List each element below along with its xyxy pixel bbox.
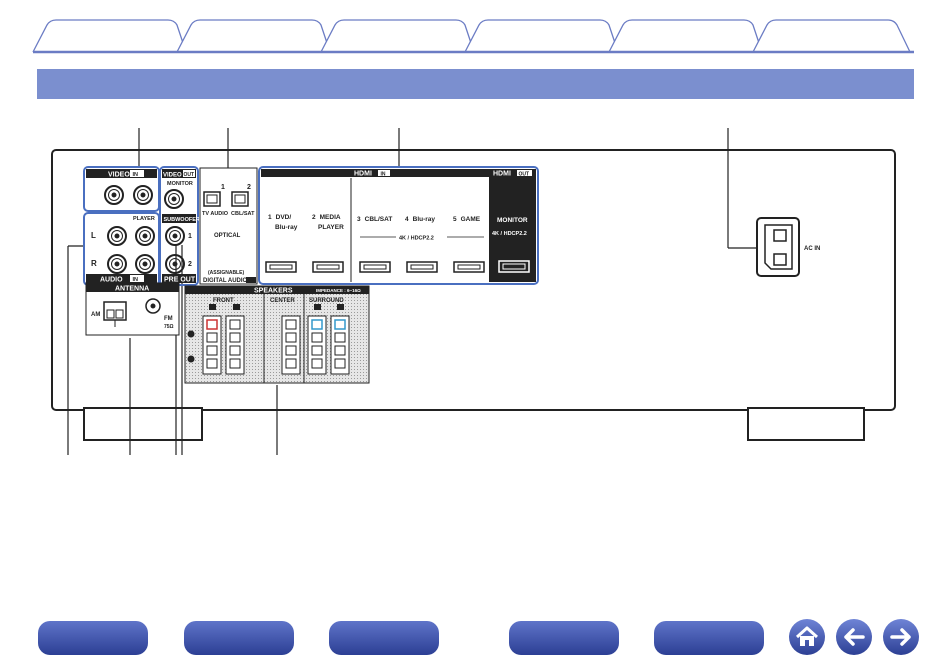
video-in-jacks[interactable] (104, 185, 153, 205)
video-monitor-label: MONITOR (167, 181, 193, 187)
hdmi-monitor-label: MONITOR (497, 217, 528, 224)
hdmi-2-label-2: PLAYER (318, 224, 344, 231)
hdmi-out-label: HDMI (493, 171, 511, 178)
front-label: FRONT (213, 298, 234, 304)
tab-6[interactable] (752, 19, 911, 53)
foot-right (747, 407, 865, 441)
tab-2[interactable] (176, 19, 331, 53)
audio-right-mark: R (91, 259, 97, 268)
pre-out-label: PRE OUT (164, 277, 196, 284)
optical-box (199, 167, 258, 285)
nav-button-5[interactable] (654, 621, 764, 655)
pre-out-1-label: 1 (188, 233, 192, 240)
section-title-bar (37, 69, 914, 99)
player-label: PLAYER (133, 216, 155, 222)
fm-label: FM (164, 316, 173, 322)
arrow-right-icon (890, 628, 911, 646)
video-in-badge: IN (133, 172, 139, 178)
home-button[interactable] (789, 619, 825, 655)
audio-in-jacks[interactable] (107, 226, 155, 274)
tv-audio-label: TV AUDIO (202, 211, 229, 217)
back-button[interactable] (836, 619, 872, 655)
antenna-label: ANTENNA (115, 286, 149, 293)
optical-num-1: 1 (221, 184, 225, 191)
pre-out-2-label: 2 (188, 261, 192, 268)
hdmi-4-label: Blu-ray (413, 216, 436, 223)
hdmi-4-num: 4 (405, 216, 409, 223)
hdmi-in-hdcp-label: 4K / HDCP2.2 (399, 236, 434, 242)
nav-button-4[interactable] (509, 621, 619, 655)
fm-ohm-label: 75Ω (164, 324, 174, 330)
speaker-terminal-holes (206, 319, 346, 369)
tab-strip (32, 19, 914, 54)
hdmi-1-num: 1 (268, 214, 272, 221)
center-label: CENTER (270, 298, 295, 304)
hdmi-box (258, 166, 539, 285)
speaker-rl-marks (209, 304, 344, 310)
video-out-badge: OUT (184, 172, 195, 178)
optical-jacks[interactable] (203, 191, 249, 207)
ac-in-socket[interactable] (756, 217, 800, 277)
hdmi-1-label: DVD/ (276, 214, 292, 221)
impedance-label: IMPEDANCE : 6~16Ω (316, 288, 361, 293)
hdmi-out-hdcp-label: 4K / HDCP2.2 (492, 231, 527, 237)
hdmi-2-num: 2 (312, 214, 316, 221)
home-icon (795, 626, 819, 646)
forward-button[interactable] (883, 619, 919, 655)
tab-3[interactable] (320, 19, 475, 53)
tab-4[interactable] (464, 19, 619, 53)
digital-audio-label: DIGITAL AUDIO (203, 278, 248, 284)
fm-terminal[interactable] (145, 298, 161, 314)
tab-5[interactable] (608, 19, 763, 53)
nav-button-1[interactable] (38, 621, 148, 655)
hdmi-in-ports[interactable] (265, 261, 485, 273)
hdmi-1-label-2: Blu-ray (275, 224, 298, 231)
video-in-label: VIDEO (108, 172, 130, 179)
hdmi-in-label: HDMI (354, 171, 372, 178)
foot-left (83, 407, 203, 441)
video-out-label: VIDEO (163, 173, 182, 179)
optical-cbl-sat-label: CBL/SAT (231, 211, 255, 217)
am-terminal[interactable] (103, 301, 127, 327)
optical-label: OPTICAL (214, 233, 241, 239)
hdmi-5-label: GAME (461, 216, 481, 223)
hdmi-out-panel (489, 169, 536, 282)
speakers-label: SPEAKERS (254, 288, 293, 295)
hdmi-2-label: MEDIA (320, 214, 341, 221)
audio-in-badge: IN (133, 277, 139, 283)
optical-num-2: 2 (247, 184, 251, 191)
tab-1[interactable] (32, 19, 187, 53)
assignable-label: (ASSIGNABLE) (208, 270, 244, 276)
polarity-marks (187, 330, 195, 363)
arrow-left-icon (844, 628, 865, 646)
audio-left-mark: L (91, 231, 96, 240)
subwoofer-label: SUBWOOFER (164, 217, 200, 223)
nav-button-3[interactable] (329, 621, 439, 655)
video-out-jack[interactable] (164, 189, 184, 209)
hdmi-in-badge: IN (381, 171, 386, 177)
rear-panel-diagram: VIDEO IN PLAYER L R AUDIO IN VIDEO OUT M… (51, 128, 896, 455)
hdmi-5-num: 5 (453, 216, 457, 223)
nav-button-2[interactable] (184, 621, 294, 655)
hdmi-out-badge: OUT (519, 171, 530, 177)
ac-in-label: AC IN (804, 246, 820, 252)
audio-in-label: AUDIO (100, 277, 123, 284)
subwoofer-jacks[interactable] (165, 226, 185, 274)
hdmi-3-num: 3 (357, 216, 361, 223)
hdmi-3-label: CBL/SAT (365, 216, 393, 223)
hdmi-out-port[interactable] (498, 260, 530, 273)
am-label: AM (91, 312, 100, 318)
surround-label: SURROUND (309, 298, 344, 304)
